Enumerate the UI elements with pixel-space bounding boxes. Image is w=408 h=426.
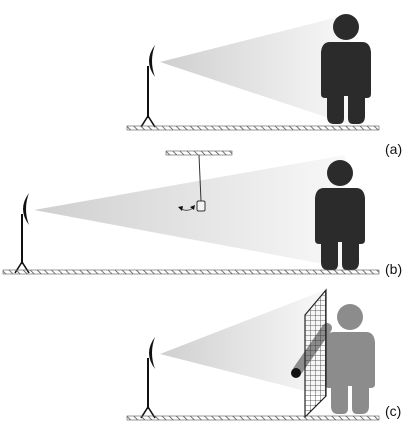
panel-label-a: (a) xyxy=(385,141,403,157)
lamp-icon xyxy=(14,193,30,274)
ground-strip xyxy=(126,125,380,131)
panel-label-b: (b) xyxy=(385,261,403,277)
panel-b xyxy=(2,150,380,275)
pendulum-icon xyxy=(165,150,233,212)
ground-strip xyxy=(2,269,380,275)
panel-c xyxy=(126,288,380,421)
lamp-icon xyxy=(140,45,156,128)
ground-strip xyxy=(126,415,380,421)
light-beam xyxy=(160,290,325,396)
panel-label-c: (c) xyxy=(385,403,402,419)
light-beam xyxy=(160,14,350,125)
mesh-screen-icon xyxy=(304,288,327,419)
lamp-icon xyxy=(140,337,156,419)
panel-a xyxy=(126,14,380,131)
light-beam xyxy=(34,155,345,268)
